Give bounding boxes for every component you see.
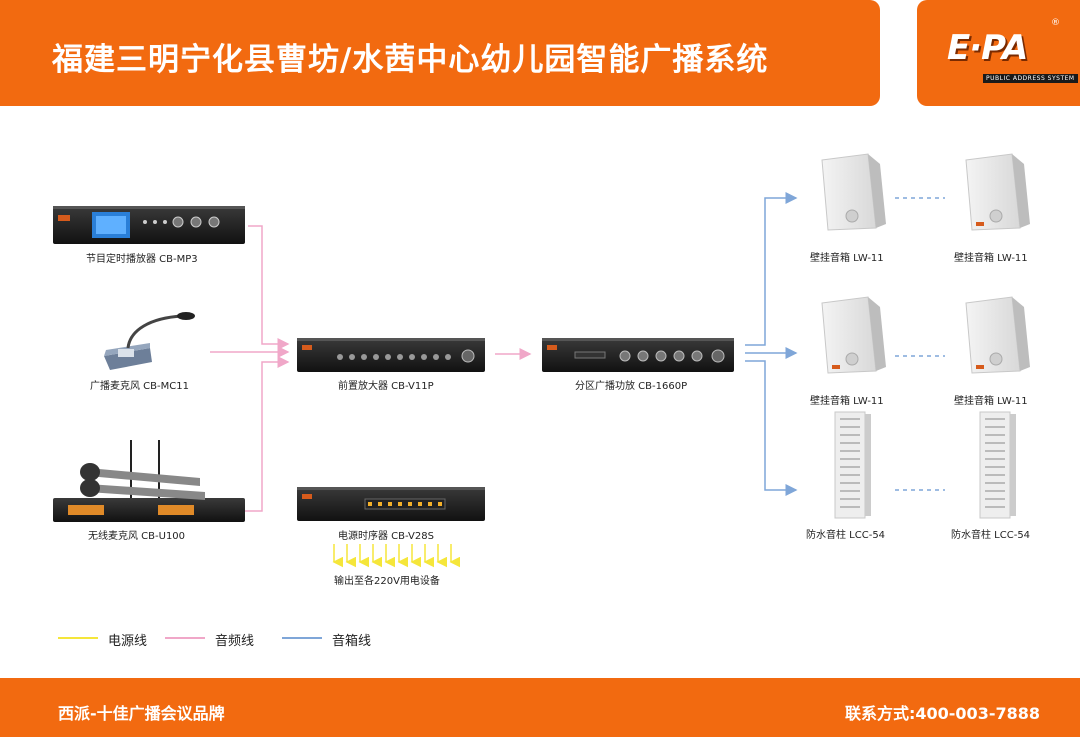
mp3-player-device [53, 206, 245, 244]
gooseneck-mic-device [104, 312, 195, 370]
wall-speaker-2a-label: 壁挂音箱 LW-11 [810, 396, 884, 407]
logo-subtitle: PUBLIC ADDRESS SYSTEM [983, 74, 1078, 83]
speaker-lines [745, 192, 945, 496]
column-speaker-1 [834, 411, 871, 519]
footer-contact-text: 联系方式:400-003-7888 [844, 704, 1040, 723]
audio-lines [210, 225, 532, 512]
mp3-player-label: 节目定时播放器 CB-MP3 [86, 254, 198, 265]
column-speaker-2-label: 防水音柱 LCC-54 [951, 530, 1031, 541]
wireless-mic-label: 无线麦克风 CB-U100 [88, 531, 186, 542]
logo-reg-mark: ® [1051, 18, 1060, 28]
mic-label: 广播麦克风 CB-MC11 [90, 381, 189, 392]
zone-amplifier-device [542, 338, 734, 372]
wall-speaker-2a [821, 296, 886, 374]
footer-brand-text: 西派-十佳广播会议品牌 [58, 704, 225, 723]
page-title: 福建三明宁化县曹坊/水茜中心幼儿园智能广播系统 [52, 42, 769, 78]
preamp-device [297, 338, 485, 372]
power-sequencer-label: 电源时序器 CB-V28S [338, 531, 434, 542]
wireless-mic-device [53, 440, 245, 522]
wall-speaker-1a [821, 153, 886, 231]
legend-audio-label: 音频线 [215, 634, 255, 649]
legend-audio-swatch [165, 637, 205, 639]
wall-speaker-2b [965, 296, 1030, 374]
column-speaker-1-label: 防水音柱 LCC-54 [806, 530, 886, 541]
header-bar: 福建三明宁化县曹坊/水茜中心幼儿园智能广播系统 [0, 0, 880, 106]
wall-speaker-1a-label: 壁挂音箱 LW-11 [810, 253, 884, 264]
legend-power-label: 电源线 [108, 634, 148, 649]
zone-amplifier-label: 分区广播功放 CB-1660P [575, 381, 688, 392]
legend-speaker-swatch [282, 637, 322, 639]
preamp-label: 前置放大器 CB-V11P [338, 381, 434, 392]
legend-speaker-label: 音箱线 [332, 634, 372, 649]
footer-bar: 西派-十佳广播会议品牌 联系方式:400-003-7888 [0, 678, 1080, 737]
wall-speaker-2b-label: 壁挂音箱 LW-11 [954, 396, 1028, 407]
legend-power-swatch [58, 637, 98, 639]
logo: E·PA ® PUBLIC ADDRESS SYSTEM [917, 0, 1080, 106]
column-speaker-2 [979, 411, 1016, 519]
power-arrows [332, 544, 460, 568]
wall-speaker-1b [965, 153, 1030, 231]
logo-brand: E·PA [947, 28, 1028, 68]
wall-speaker-1b-label: 壁挂音箱 LW-11 [954, 253, 1028, 264]
power-output-label: 输出至各220V用电设备 [334, 576, 440, 587]
power-sequencer-device [297, 487, 485, 521]
